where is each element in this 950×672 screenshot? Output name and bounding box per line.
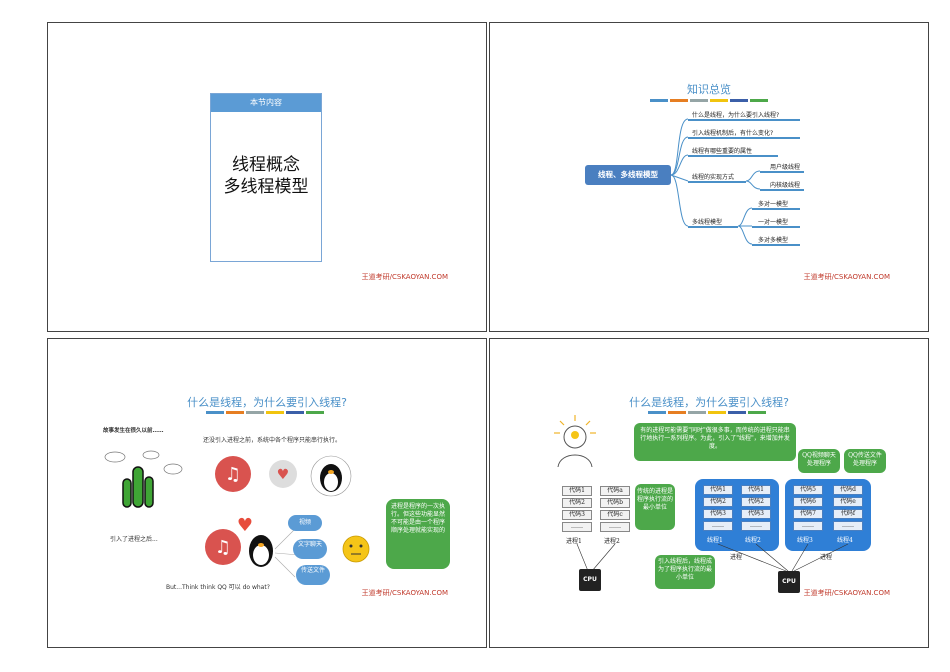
thread4-label: 线程4 — [837, 537, 853, 544]
code-box: …… — [600, 522, 630, 532]
bottom-bubble: 引入线程后，线程成为了程序执行流的最小单位 — [655, 555, 715, 589]
code-box: 代码5 — [793, 485, 823, 495]
node-kernel-level: 内核级线程 — [770, 182, 801, 189]
watermark: 王道考研/CSKAOYAN.COM — [361, 273, 448, 281]
slide-2[interactable]: 知识总览 线程、多线程模型 什么是线程，为什么要引入线程? 引入线程机制后，有什… — [489, 22, 929, 332]
after-text: 引入了进程之后... — [110, 536, 158, 543]
node-properties: 线程有哪些重要的属性 — [692, 148, 753, 155]
code-box: 代码2 — [703, 497, 733, 507]
slide-1[interactable]: 本节内容 线程概念 多线程模型 王道考研/CSKAOYAN.COM — [47, 22, 487, 332]
cactus-scene-icon — [104, 450, 183, 508]
node-one-to-one: 一对一模型 — [758, 219, 789, 226]
code-box: 代码d — [833, 485, 863, 495]
node-many-to-one: 多对一模型 — [758, 201, 789, 208]
svg-text:♫: ♫ — [225, 464, 241, 485]
code-box: 代码1 — [741, 485, 771, 495]
process-label-a: 进程 — [730, 554, 743, 561]
story-text: 故事发生在很久以前…… — [103, 428, 164, 434]
slide-title: 知识总览 — [687, 83, 731, 96]
cpu-chip-right: CPU — [778, 571, 800, 593]
svg-text:♥: ♥ — [237, 515, 253, 536]
top-bubble: 有的进程可能需要"同时"做很多事，而传统的进程只能串行地执行一系列程序。为此，引… — [634, 423, 796, 461]
watermark: 王道考研/CSKAOYAN.COM — [361, 589, 448, 597]
thread1-label: 线程1 — [707, 537, 723, 544]
card-line-2: 多线程模型 — [223, 177, 309, 197]
contents-card: 本节内容 线程概念 多线程模型 — [210, 93, 322, 262]
code-box: 代码1 — [703, 485, 733, 495]
thread2-label: 线程2 — [745, 537, 761, 544]
code-box: 代码b — [600, 498, 630, 508]
slide-4[interactable]: 什么是线程，为什么要引入线程? 有的进程可能需要"同时"做很多事，而传统的进程只… — [489, 338, 929, 648]
process-bubble: 进程是程序的一次执行。但这些功能显然不可能是由一个程序顺序处理就能实现的 — [386, 499, 450, 569]
code-box: 代码2 — [741, 497, 771, 507]
mindmap-connectors — [670, 118, 761, 245]
watermark: 王道考研/CSKAOYAN.COM — [803, 589, 890, 597]
cloud-text-chat: 文字聊天 — [293, 539, 327, 559]
node-implementation: 线程的实现方式 — [692, 174, 735, 181]
code-box: 代码2 — [562, 498, 592, 508]
slide-title: 什么是线程，为什么要引入线程? — [629, 396, 789, 409]
code-box: 代码a — [600, 486, 630, 496]
slide-title: 什么是线程，为什么要引入线程? — [187, 396, 347, 409]
code-box: …… — [793, 521, 823, 531]
thread3-label: 线程3 — [797, 537, 813, 544]
code-box: 代码3 — [741, 509, 771, 519]
node-many-to-many: 多对多模型 — [758, 237, 789, 244]
code-box: 代码7 — [793, 509, 823, 519]
process-label-b: 进程 — [820, 554, 833, 561]
code-box: 代码3 — [703, 509, 733, 519]
cloud-file-transfer: 传送文件 — [296, 565, 330, 585]
thinking-face-icon — [342, 535, 370, 563]
watermark: 王道考研/CSKAOYAN.COM — [803, 273, 890, 281]
slide-3[interactable]: 什么是线程，为什么要引入线程? 故事发生在很久以前…… 还没引入进程之前，系统中… — [47, 338, 487, 648]
code-box: …… — [741, 521, 771, 531]
svg-text:♫: ♫ — [215, 537, 231, 558]
code-box: …… — [562, 522, 592, 532]
question-text: But...Think think QQ 可以 do what? — [166, 584, 270, 591]
tag-video-chat: QQ视频聊天处理程序 — [798, 449, 840, 473]
code-box: 代码6 — [793, 497, 823, 507]
node-user-level: 用户级线程 — [770, 164, 801, 171]
cpu-connectors — [576, 543, 849, 572]
svg-text:♥: ♥ — [277, 467, 290, 483]
intro-text: 还没引入进程之前，系统中各个程序只能串行执行。 — [203, 437, 342, 444]
cloud-video: 视频 — [288, 515, 322, 531]
code-box: 代码f — [833, 509, 863, 519]
code-box: 代码c — [600, 510, 630, 520]
mindmap-root: 线程、多线程模型 — [585, 165, 671, 185]
process2-label: 进程2 — [604, 538, 620, 545]
code-box: 代码1 — [562, 486, 592, 496]
node-models: 多线程模型 — [692, 219, 723, 226]
code-box: …… — [833, 521, 863, 531]
idea-person-icon — [554, 415, 596, 468]
code-box: 代码e — [833, 497, 863, 507]
app-icons-row: ♫ ♥ — [215, 455, 352, 497]
cpu-chip-left: CPU — [579, 569, 601, 591]
tag-file-transfer: QQ传送文件处理程序 — [844, 449, 886, 473]
node-what-is-thread: 什么是线程，为什么要引入线程? — [692, 112, 780, 119]
card-line-1: 线程概念 — [232, 155, 300, 175]
card-body: 线程概念 多线程模型 — [211, 154, 321, 198]
qq-scene-icon: ♫ ♥ — [205, 515, 300, 578]
process1-label: 进程1 — [566, 538, 582, 545]
node-changes: 引入线程机制后，有什么变化? — [692, 130, 774, 137]
code-box: 代码3 — [562, 510, 592, 520]
code-box: …… — [703, 521, 733, 531]
left-bubble: 传统的进程是程序执行流的最小单位 — [635, 484, 675, 530]
card-header: 本节内容 — [211, 94, 321, 112]
